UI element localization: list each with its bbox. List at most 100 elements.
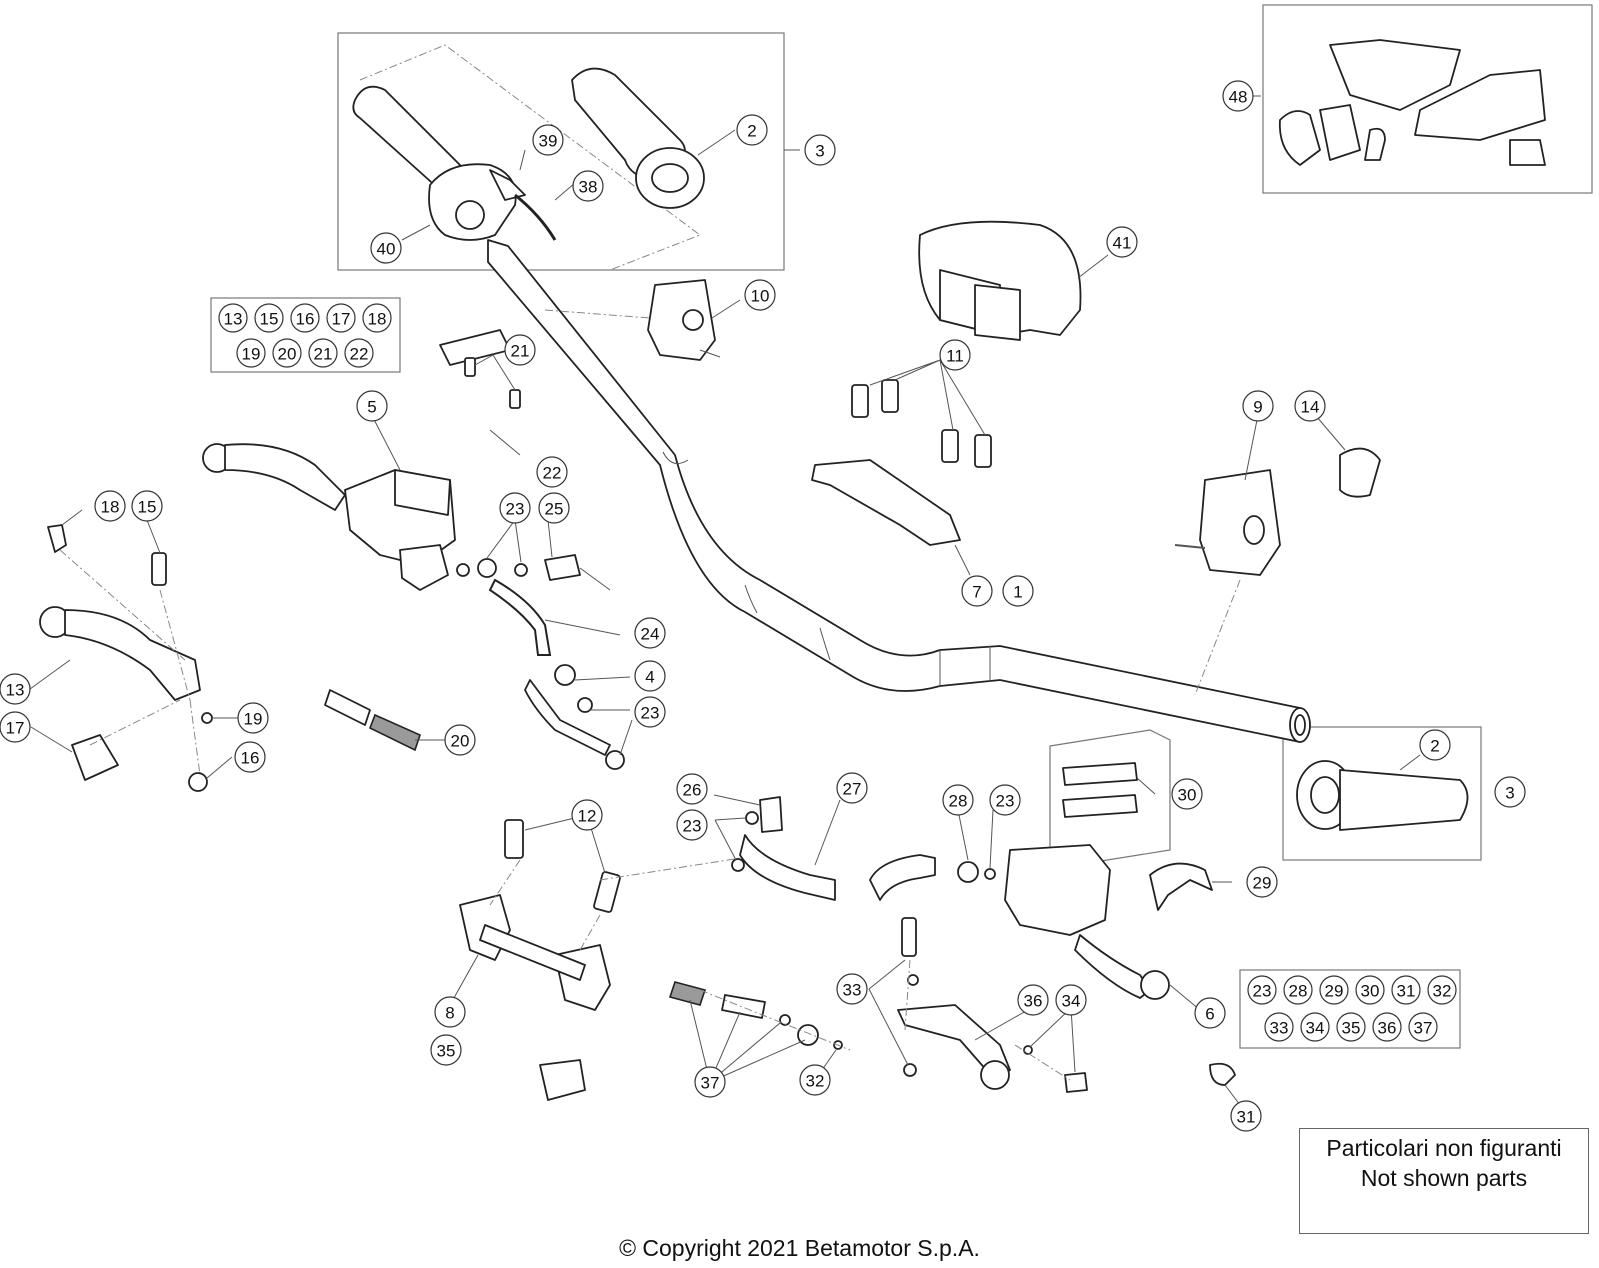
lower-clamp: [449, 814, 761, 1101]
kit5-part-19-label: 19: [242, 345, 261, 364]
callout-part-26-label: 26: [683, 781, 702, 800]
callout-part-20: 20: [444, 724, 476, 756]
left-lever: [29, 509, 240, 792]
callout-part-23: 23: [676, 809, 708, 841]
kit6-part-32-label: 32: [1433, 982, 1452, 1001]
kit5-part-13: 13: [218, 303, 248, 333]
kit6-part-35-label: 35: [1342, 1019, 1361, 1038]
callout-part-9: 9: [1242, 390, 1274, 422]
callout-part-40: 40: [370, 232, 402, 264]
kit5-part-18: 18: [362, 303, 392, 333]
callout-part-1-label: 1: [1013, 583, 1022, 602]
callout-part-3-label: 3: [1505, 784, 1514, 803]
kit6-part-36: 36: [1372, 1012, 1402, 1042]
callout-part-23: 23: [499, 492, 531, 524]
kit5-part-15-label: 15: [260, 310, 279, 329]
kit6-part-33-label: 33: [1270, 1019, 1289, 1038]
callout-part-2: 2: [1419, 729, 1451, 761]
kit5-part-21-label: 21: [314, 345, 333, 364]
callout-part-18: 18: [94, 490, 126, 522]
callout-part-28-label: 28: [949, 792, 968, 811]
left-master-cylinder: [202, 329, 521, 591]
callout-part-37-label: 37: [701, 1074, 720, 1093]
callout-part-41-label: 41: [1113, 234, 1132, 253]
kit5-part-15: 15: [254, 303, 284, 333]
callout-part-18-label: 18: [101, 498, 120, 517]
callout-part-2-label: 2: [747, 122, 756, 141]
right-master-cylinder: [957, 762, 1232, 1011]
callout-part-29: 29: [1246, 866, 1278, 898]
callout-part-21-label: 21: [511, 342, 530, 361]
kit6-part-34: 34: [1300, 1012, 1330, 1042]
callout-part-24: 24: [634, 617, 666, 649]
callout-part-1: 1: [1002, 575, 1034, 607]
kit5-part-22: 22: [344, 338, 374, 368]
copyright-notice: © Copyright 2021 Betamotor S.p.A.: [619, 1235, 980, 1261]
callout-part-11-label: 11: [946, 347, 964, 366]
kit6-part-37: 37: [1408, 1012, 1438, 1042]
callout-part-48: 48: [1222, 80, 1254, 112]
callout-part-3: 3: [804, 134, 836, 166]
kit6-part-28: 28: [1283, 975, 1313, 1005]
callout-part-27-label: 27: [843, 780, 862, 799]
callout-part-22-label: 22: [543, 464, 562, 483]
callout-part-40-label: 40: [377, 240, 396, 259]
upper-clamp: [811, 359, 992, 576]
kit5-part-17: 17: [326, 303, 356, 333]
callout-part-7-label: 7: [972, 583, 981, 602]
callout-part-35: 35: [430, 1034, 462, 1066]
callout-part-27: 27: [836, 772, 868, 804]
callout-part-23-label: 23: [641, 704, 660, 723]
callout-part-34: 34: [1055, 984, 1087, 1016]
handguards: [1251, 39, 1546, 166]
throttle-assembly: [352, 44, 800, 271]
kit6-part-37-label: 37: [1414, 1019, 1433, 1038]
note-english: Not shown parts: [1360, 1165, 1528, 1191]
callout-part-17-label: 17: [6, 719, 25, 738]
callout-part-12-label: 12: [578, 807, 597, 826]
callout-part-13: 13: [0, 673, 31, 705]
callout-part-23: 23: [634, 696, 666, 728]
callout-part-36: 36: [1017, 984, 1049, 1016]
kit6-part-29-label: 29: [1325, 982, 1344, 1001]
left-brake-hose: [456, 519, 633, 770]
callout-part-8: 8: [434, 996, 466, 1028]
callout-part-11: 11: [939, 339, 971, 371]
kit6-part-31-label: 31: [1397, 982, 1416, 1001]
kit5-part-16: 16: [290, 303, 320, 333]
kit6-part-32: 32: [1427, 975, 1457, 1005]
kit6-part-33: 33: [1264, 1012, 1294, 1042]
callout-part-16-label: 16: [241, 749, 260, 768]
callout-part-19: 19: [237, 702, 269, 734]
callout-part-16: 16: [234, 741, 266, 773]
callout-part-21: 21: [504, 334, 536, 366]
callout-part-23: 23: [989, 784, 1021, 816]
switch-9: [1174, 409, 1381, 696]
right-lever: [668, 917, 1241, 1106]
callout-part-29-label: 29: [1253, 874, 1272, 893]
callout-part-38: 38: [572, 170, 604, 202]
handlebar: [487, 239, 1311, 743]
right-grip-group-box: [1282, 726, 1482, 861]
callout-part-6-label: 6: [1205, 1005, 1214, 1024]
callout-part-5: 5: [356, 390, 388, 422]
callout-part-30-label: 30: [1178, 786, 1197, 805]
callout-part-31-label: 31: [1237, 1108, 1256, 1127]
handguard-group-box: [1262, 4, 1593, 194]
callout-part-10-label: 10: [751, 287, 770, 306]
kit5-part-16-label: 16: [296, 310, 315, 329]
kit6-part-35: 35: [1336, 1012, 1366, 1042]
callout-part-15: 15: [131, 490, 163, 522]
callout-part-33: 33: [836, 973, 868, 1005]
callout-part-48-label: 48: [1229, 88, 1248, 107]
callout-part-23-label: 23: [996, 792, 1015, 811]
kit5-part-20-label: 20: [278, 345, 297, 364]
callout-part-15-label: 15: [138, 498, 157, 517]
kit6-part-34-label: 34: [1306, 1019, 1325, 1038]
callout-part-33-label: 33: [843, 981, 862, 1000]
callout-part-26: 26: [676, 773, 708, 805]
callout-part-25-label: 25: [545, 500, 564, 519]
note-italian: Particolari non figuranti: [1326, 1135, 1562, 1161]
callout-part-3: 3: [1494, 776, 1526, 808]
callout-part-23-label: 23: [506, 500, 525, 519]
